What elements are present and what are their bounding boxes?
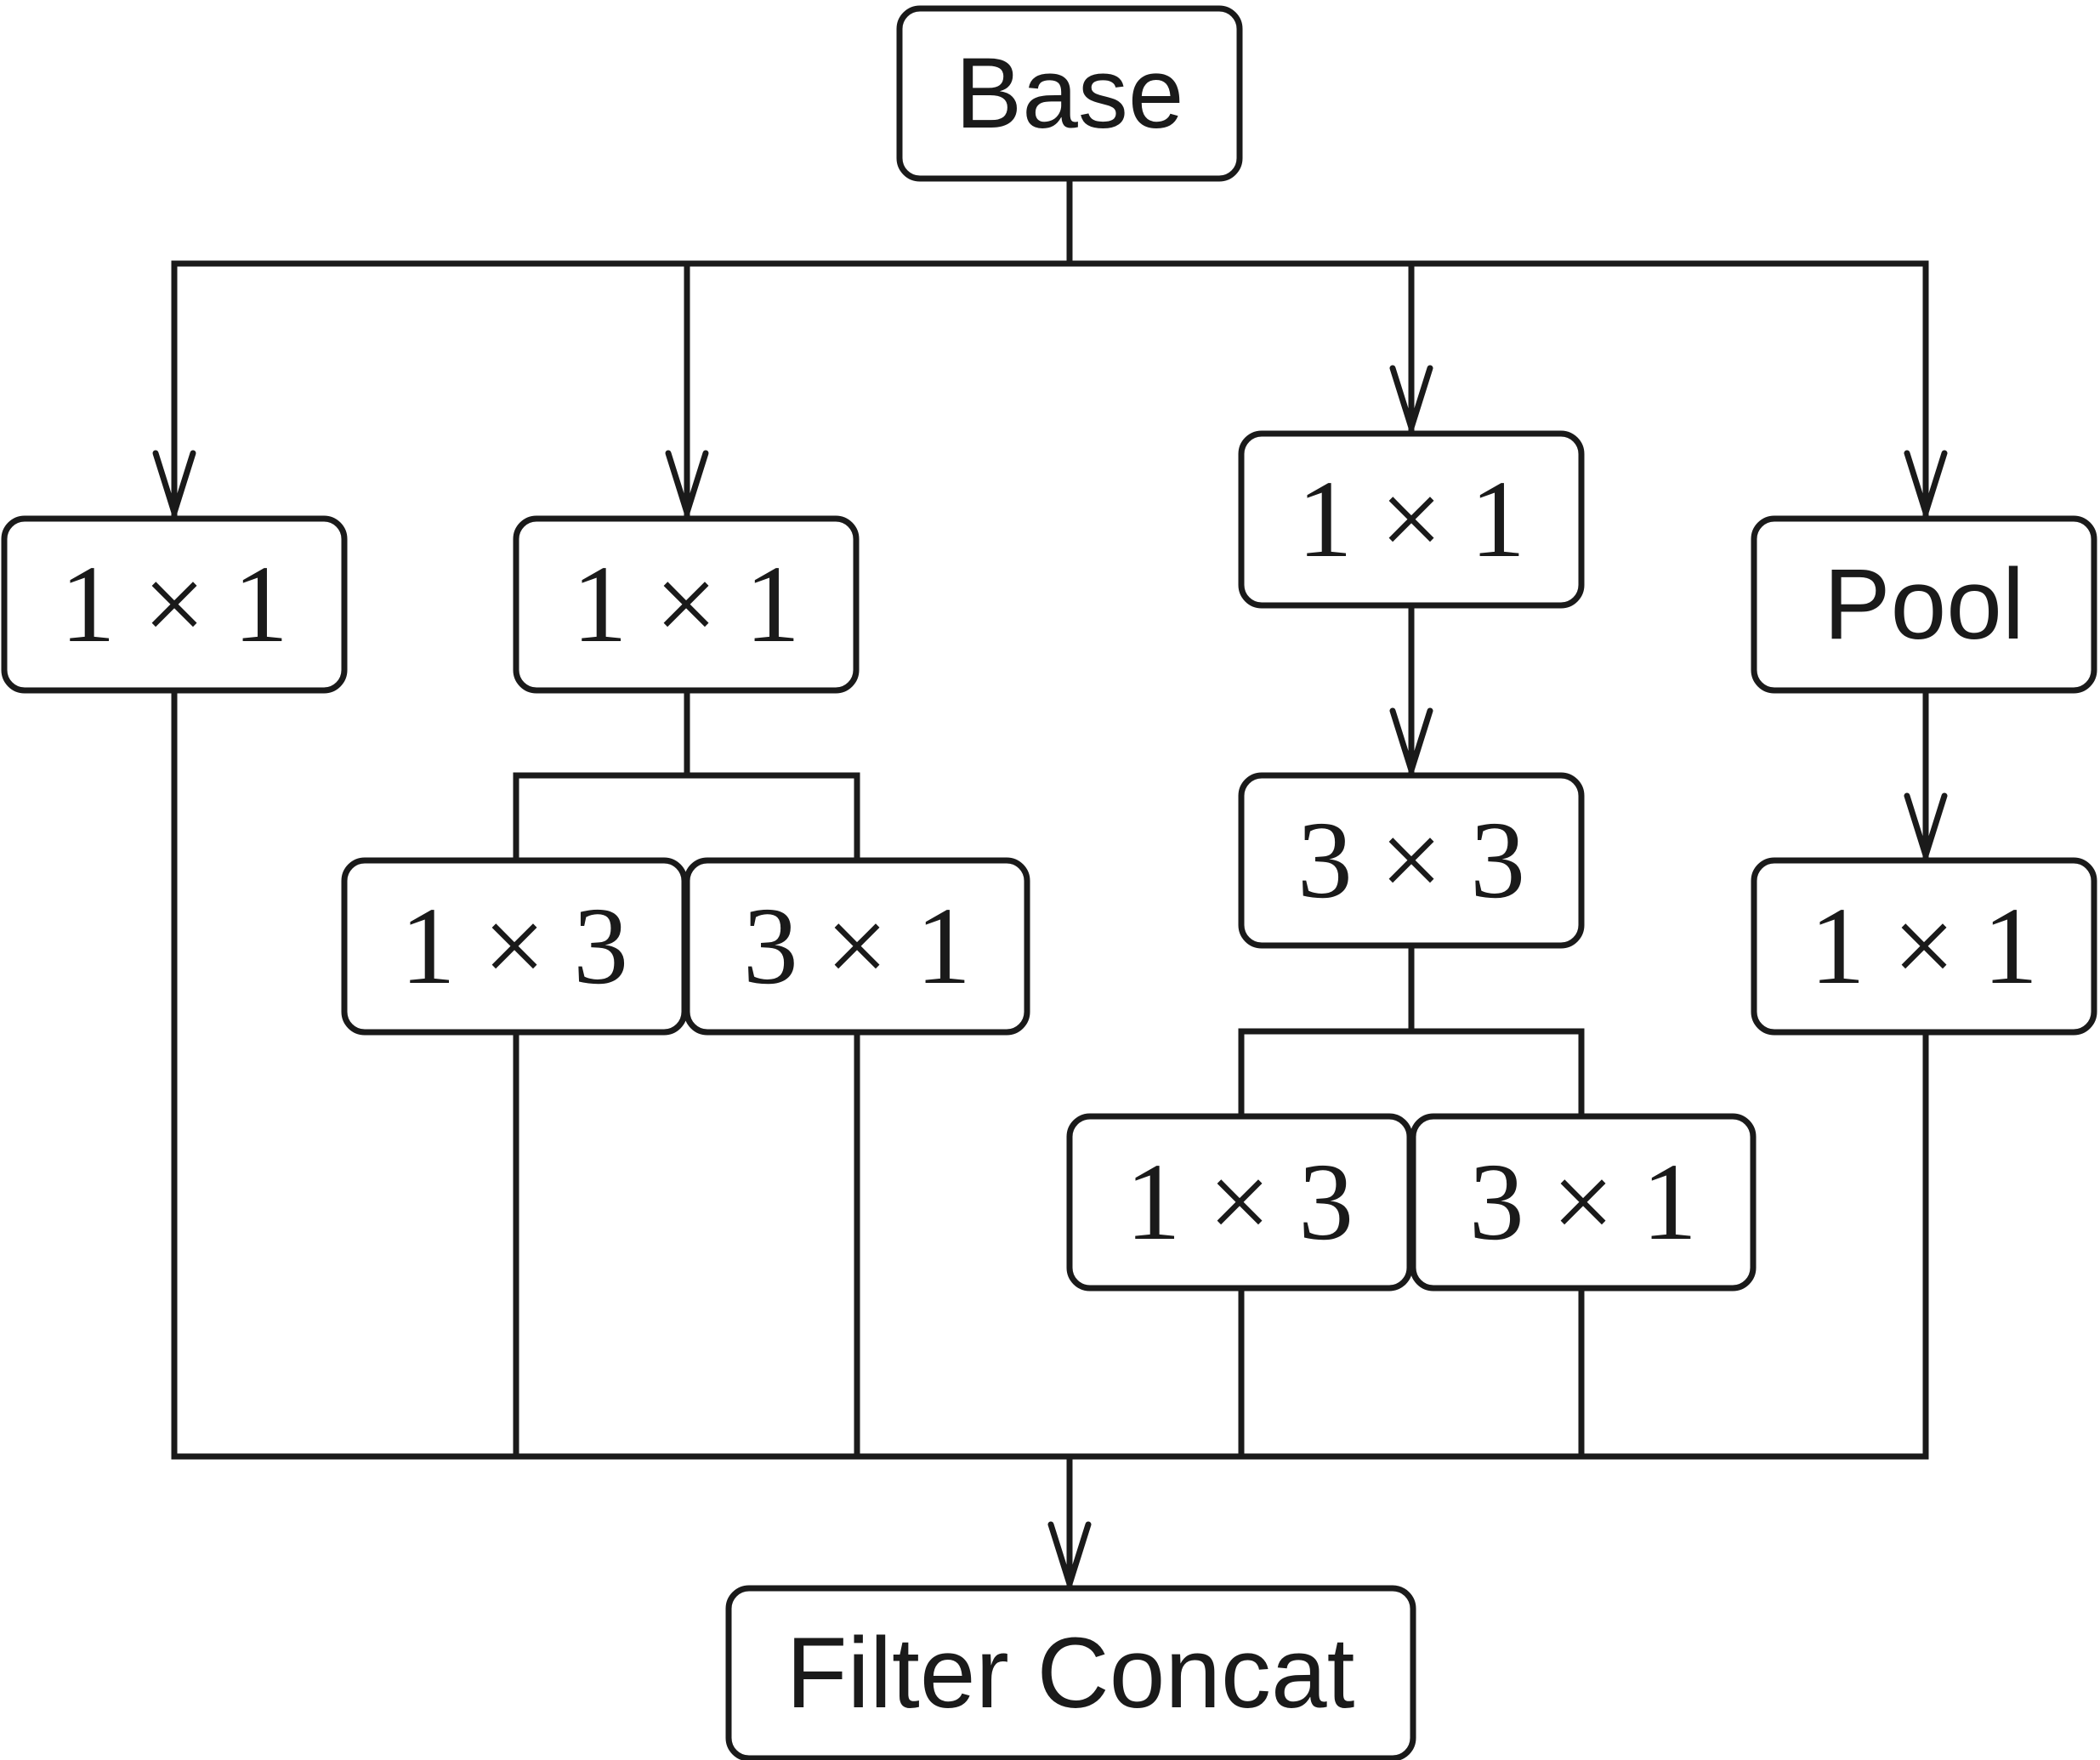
- node-b4-conv1x1-label: 1 × 1: [1810, 885, 2038, 1008]
- node-b4-conv1x1: 1 × 1: [1751, 857, 2097, 1036]
- node-b2-conv1x3-label: 1 × 3: [400, 885, 628, 1008]
- edge-b2-split: [513, 690, 860, 860]
- node-b2-conv3x1: 3 × 1: [684, 857, 1030, 1036]
- node-b3-conv3x3-label: 3 × 3: [1297, 799, 1525, 922]
- node-base: Base: [896, 5, 1243, 182]
- node-b3-conv3x3: 3 × 3: [1238, 772, 1585, 949]
- node-b3-conv3x1: 3 × 1: [1410, 1113, 1757, 1292]
- node-b3-conv1x3-label: 1 × 3: [1126, 1141, 1354, 1263]
- node-b2-conv1x1-label: 1 × 1: [572, 543, 800, 666]
- arrowhead-to-filter-concat: [1047, 1521, 1092, 1594]
- node-b3-conv1x3: 1 × 3: [1066, 1113, 1413, 1292]
- arrowhead-to-b4-pool: [1904, 450, 1948, 523]
- node-b3-conv1x1-label: 1 × 1: [1297, 458, 1525, 581]
- node-filter-concat: Filter Concat: [725, 1585, 1416, 1760]
- node-b1-conv1x1: 1 × 1: [1, 515, 348, 694]
- connectors: [171, 178, 1929, 1589]
- node-base-label: Base: [956, 37, 1184, 150]
- node-b3-conv1x1: 1 × 1: [1238, 430, 1585, 609]
- arrowhead-to-b4-1x1: [1904, 792, 1948, 866]
- edge-b3-split: [1238, 945, 1585, 1117]
- node-b2-conv1x1: 1 × 1: [513, 515, 860, 694]
- node-b2-conv3x1-label: 3 × 1: [743, 885, 971, 1008]
- node-b4-pool-label: Pool: [1824, 548, 2024, 661]
- node-b4-pool: Pool: [1751, 515, 2097, 694]
- arrowhead-to-b2-1x1: [665, 450, 709, 523]
- arrowhead-to-b1-1x1: [152, 450, 196, 523]
- node-filter-concat-label: Filter Concat: [786, 1617, 1355, 1729]
- arrowhead-to-b3-1x1: [1389, 365, 1433, 438]
- nodes: Base 1 × 1 1 × 1 1 × 3 3 × 1 1 × 1: [1, 5, 2097, 1760]
- arrowheads: [152, 365, 1948, 1594]
- arrowhead-to-b3-3x3: [1389, 707, 1433, 781]
- node-b1-conv1x1-label: 1 × 1: [60, 543, 288, 666]
- node-b2-conv1x3: 1 × 3: [341, 857, 688, 1036]
- node-b3-conv3x1-label: 3 × 1: [1469, 1141, 1697, 1263]
